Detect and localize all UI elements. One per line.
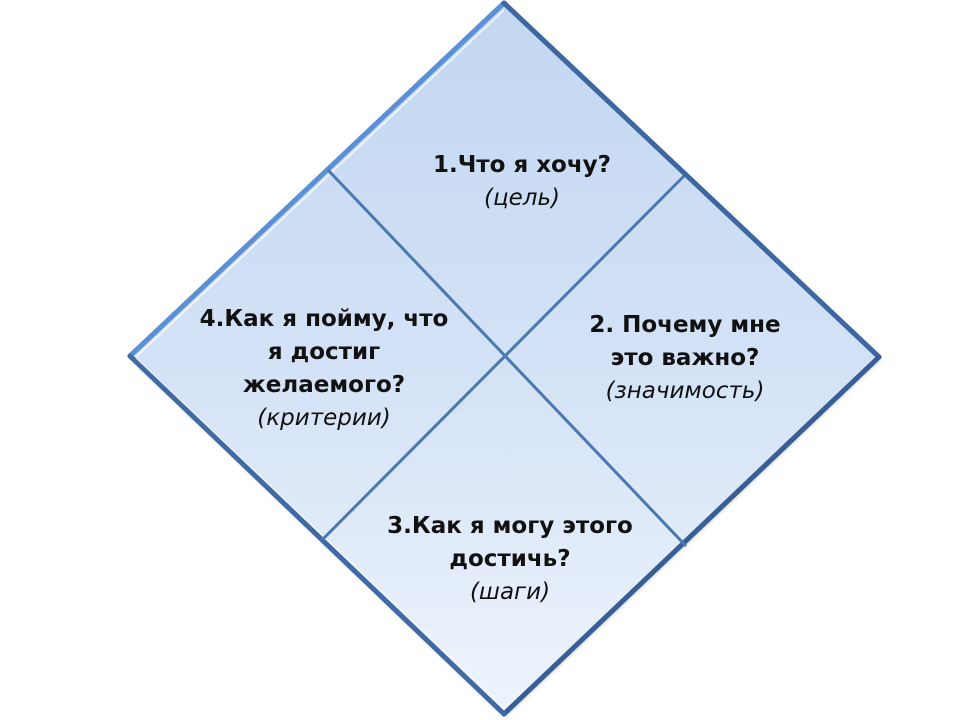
quadrant-significance: 2. Почему мне это важно? (значимость): [575, 309, 795, 408]
quadrant-criteria-question-line3: желаемого?: [242, 372, 406, 398]
divider-tl-br: [326, 168, 688, 548]
diamond-border: [127, 0, 882, 717]
quadrant-criteria: 4.Как я пойму, что я достиг желаемого? (…: [178, 303, 470, 435]
quadrant-criteria-question-line2: я достиг: [267, 339, 381, 365]
quadrant-steps-question-line1: 3.Как я могу этого: [387, 513, 633, 539]
quadrant-significance-question-line2: это важно?: [610, 345, 760, 371]
quadrant-significance-subtitle: (значимость): [605, 378, 765, 404]
quadrant-dividers: [320, 168, 688, 548]
quadrant-goal-subtitle: (цель): [483, 185, 560, 211]
divider-tr-bl: [320, 174, 686, 542]
quadrant-significance-question-line1: 2. Почему мне: [589, 312, 781, 338]
quadrant-steps-question-line2: достичь?: [449, 546, 571, 572]
quadrant-goal: 1.Что я хочу? (цель): [402, 149, 642, 215]
quadrant-steps-subtitle: (шаги): [469, 579, 551, 605]
quadrant-goal-question: 1.Что я хочу?: [432, 152, 611, 178]
quadrant-steps: 3.Как я могу этого достичь? (шаги): [365, 510, 655, 609]
quadrant-criteria-subtitle: (критерии): [257, 405, 391, 431]
quadrant-criteria-question-line1: 4.Как я пойму, что: [199, 306, 449, 332]
